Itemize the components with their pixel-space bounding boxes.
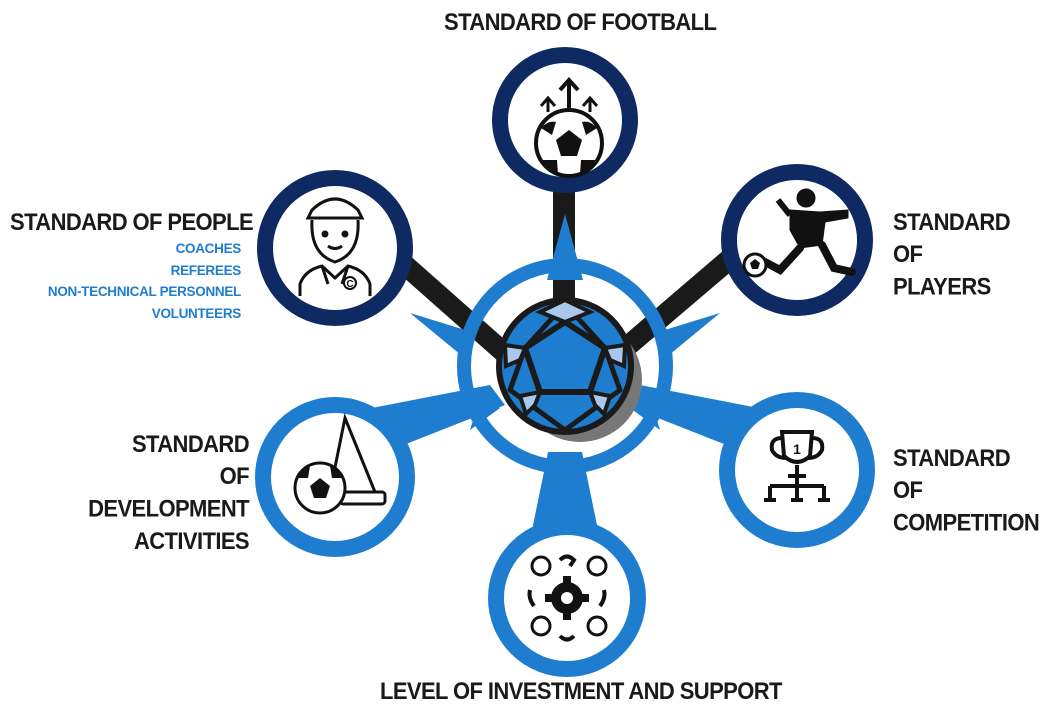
trophy-bracket-icon xyxy=(764,430,830,502)
coach-badge-letter: C xyxy=(346,279,353,290)
sub-item-referees: REFEREES xyxy=(170,262,242,278)
node-standard-of-football xyxy=(492,47,638,193)
label-standard-of-competition: STANDARD OF COMPETITION xyxy=(893,444,1040,536)
ball-and-cone-icon xyxy=(293,412,387,515)
node-level-of-investment xyxy=(488,519,646,677)
player-kicking-icon xyxy=(742,188,856,278)
node-standard-of-development xyxy=(255,397,415,557)
node-standard-of-players xyxy=(721,164,873,316)
sub-item-non-technical: NON-TECHNICAL PERSONNEL xyxy=(47,284,241,299)
label-level-of-investment: LEVEL OF INVESTMENT AND SUPPORT xyxy=(380,677,782,705)
football-growth-icon xyxy=(534,77,604,178)
people-sub-items: COACHES REFEREES NON-TECHNICAL PERSONNEL… xyxy=(48,238,241,324)
sub-item-volunteers: VOLUNTEERS xyxy=(151,305,242,321)
investment-gear-icon xyxy=(527,554,608,642)
star-ball-icon xyxy=(496,297,642,442)
sub-item-coaches: COACHES xyxy=(175,241,242,256)
label-standard-of-people: STANDARD OF PEOPLE xyxy=(10,208,254,236)
svg-text:1: 1 xyxy=(793,441,801,457)
label-standard-of-football: STANDARD OF FOOTBALL xyxy=(444,8,717,36)
node-standard-of-competition: 1 xyxy=(719,392,875,548)
node-standard-of-people: C xyxy=(257,170,413,326)
coach-person-icon xyxy=(298,197,372,296)
label-standard-of-players: STANDARD OF PLAYERS xyxy=(893,208,1011,300)
label-standard-of-development: STANDARD OF DEVELOPMENT ACTIVITIES xyxy=(88,430,249,555)
